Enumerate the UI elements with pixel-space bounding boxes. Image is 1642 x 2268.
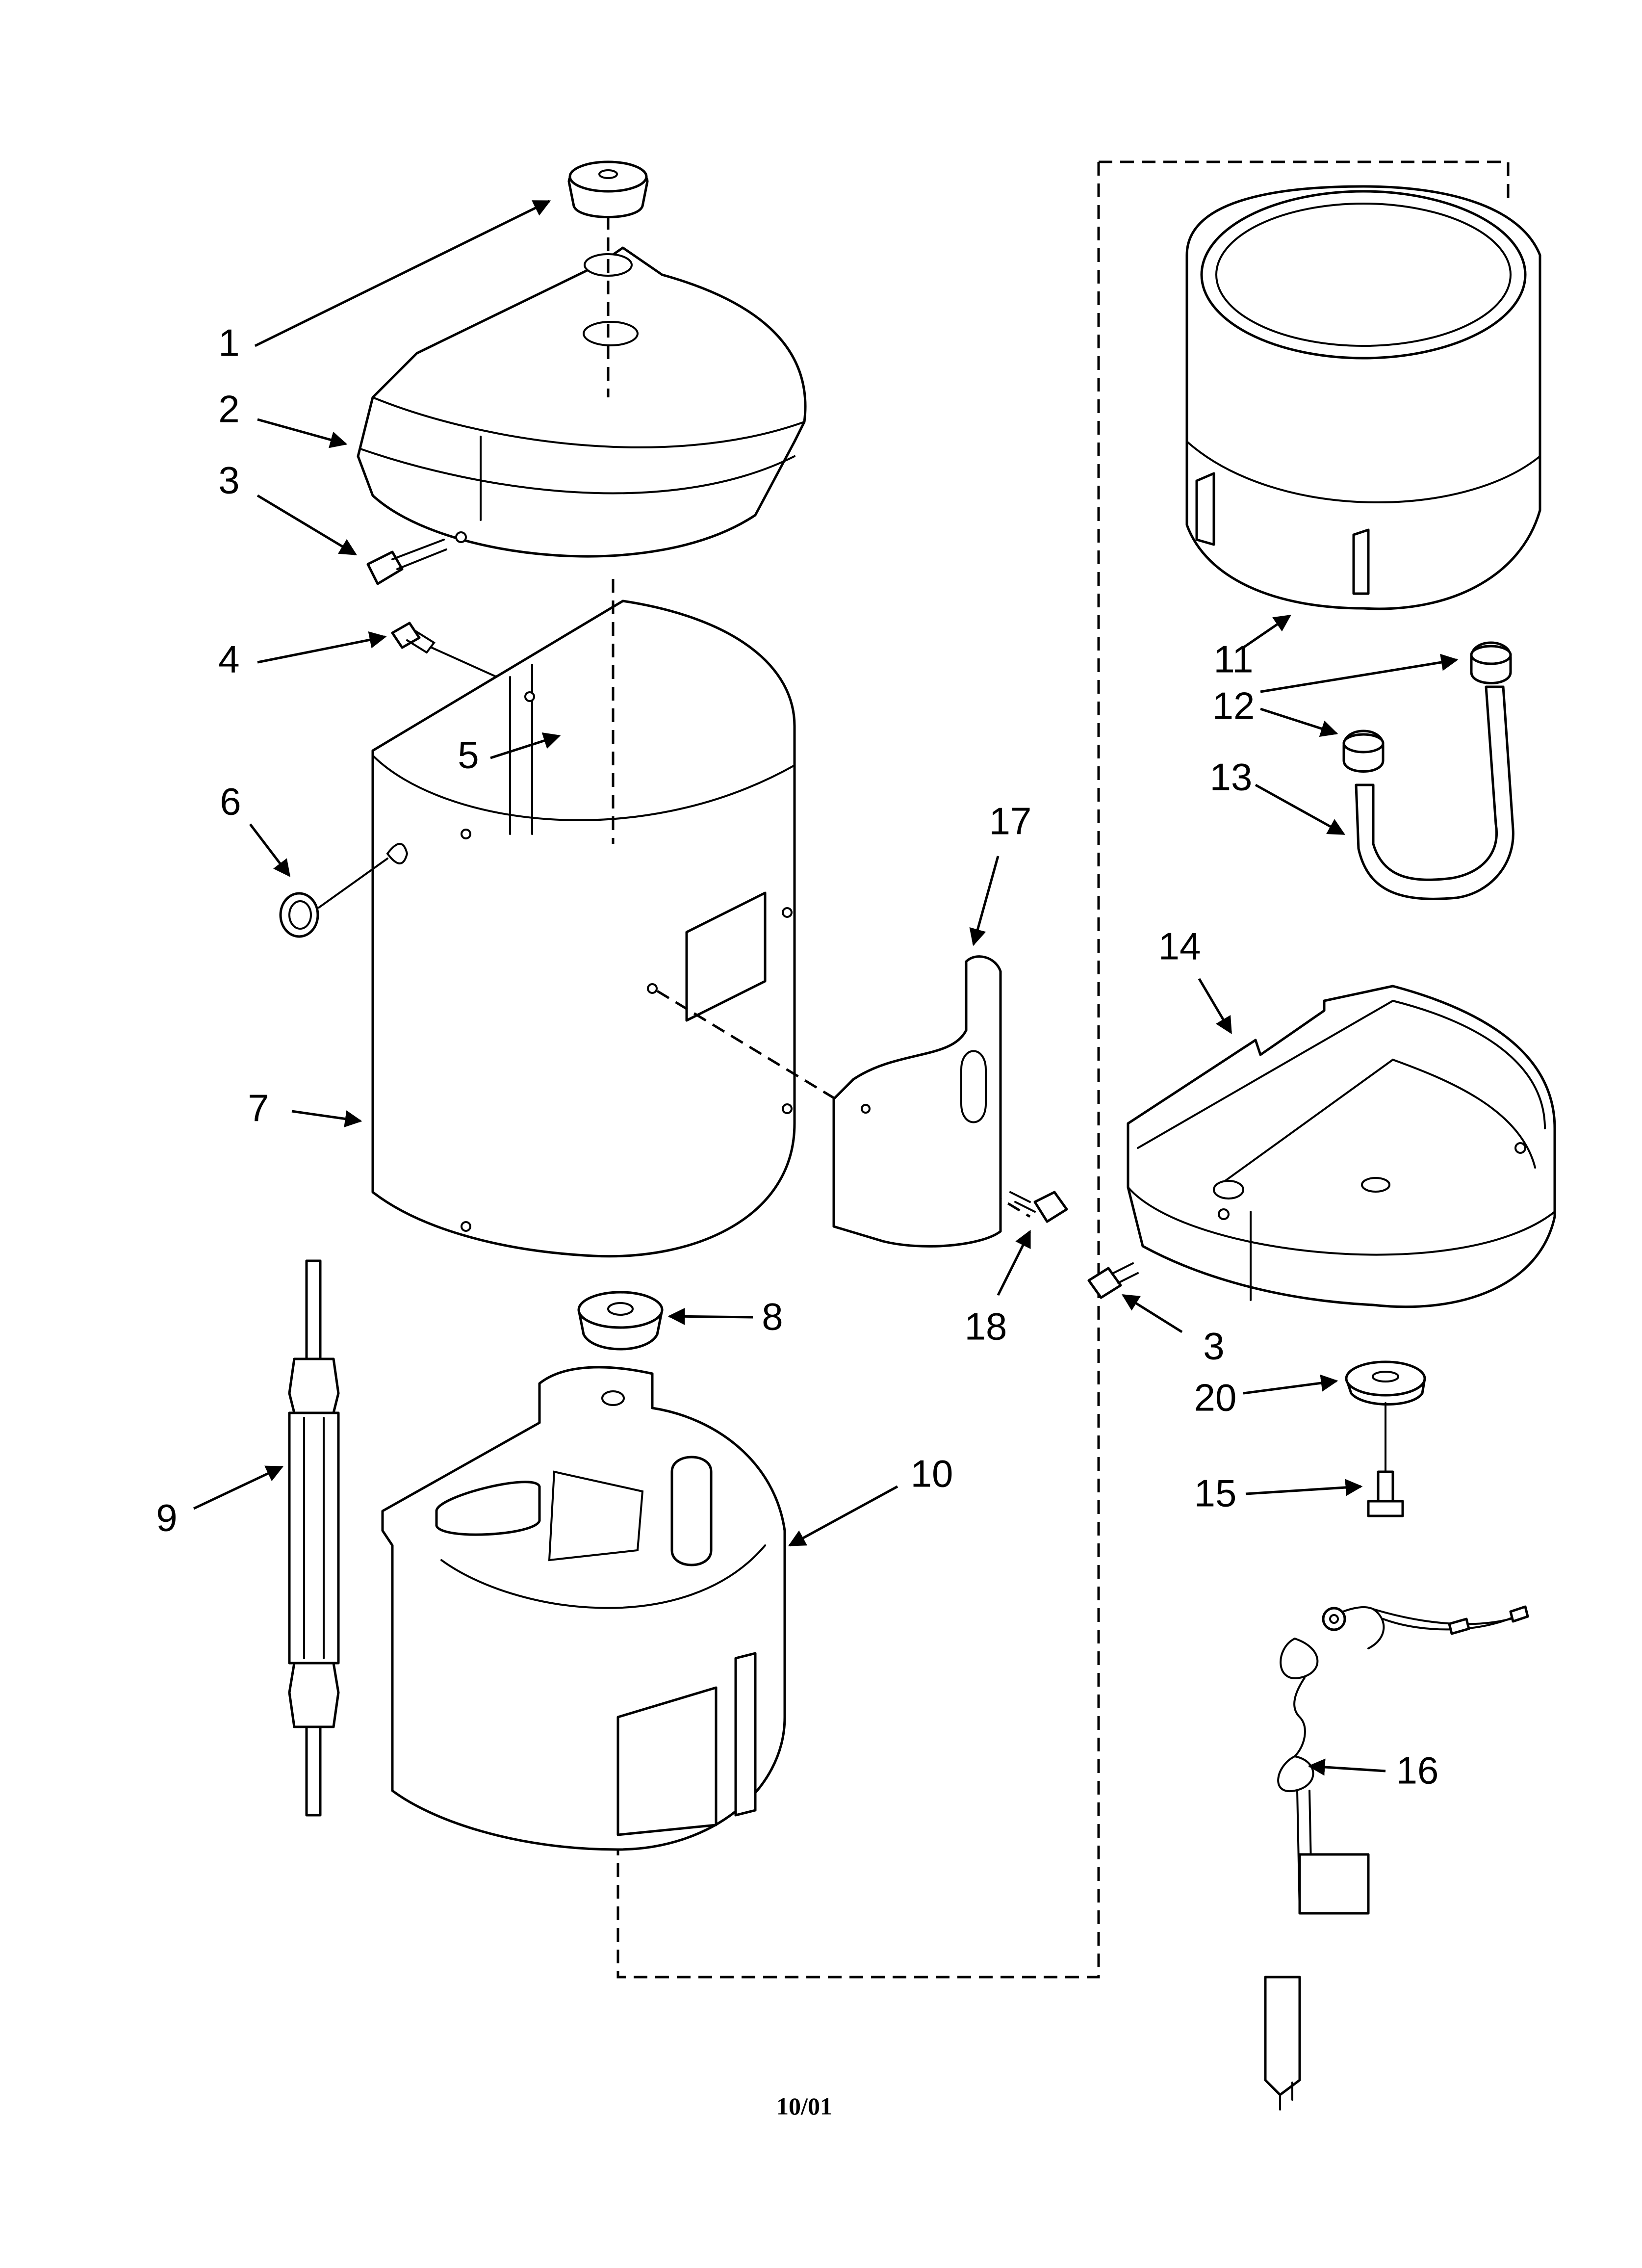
part-18-screw: [1009, 1191, 1068, 1223]
callout-6: 6: [220, 780, 241, 823]
callout-17: 17: [989, 800, 1032, 843]
part-13-tube: [1355, 685, 1514, 900]
callout-16: 16: [1396, 1749, 1439, 1792]
leader-lines: [193, 200, 1459, 1776]
callout-4: 4: [218, 638, 239, 681]
part-9-tube: [288, 1259, 340, 1817]
assembly-boundary-dashed: [616, 160, 1510, 1979]
callout-12: 12: [1212, 684, 1255, 728]
part-3-screw-right: [1087, 1262, 1139, 1299]
callout-10: 10: [911, 1452, 953, 1495]
part-12-clip-upper: [1470, 641, 1512, 684]
part-11-drum: [1185, 185, 1541, 610]
part-7-cabinet: [371, 579, 1031, 1258]
callout-11: 11: [1214, 638, 1254, 681]
callout-9: 9: [156, 1496, 177, 1539]
callout-20: 20: [1194, 1376, 1237, 1419]
part-20-washer: [1345, 1360, 1426, 1473]
footer-date-code: 10/01: [776, 2092, 832, 2120]
callout-2: 2: [218, 388, 239, 431]
part-16-power-cord: [1264, 1605, 1529, 2111]
part-6-plug: [279, 858, 388, 938]
callout-18: 18: [965, 1305, 1007, 1348]
part-10-base: [381, 1366, 786, 1851]
part-17-bracket: [832, 955, 1002, 1248]
callout-1: 1: [218, 321, 239, 365]
part-3-screw-left: [366, 539, 447, 585]
part-2-cover: [357, 246, 807, 558]
part-15-screw: [1367, 1470, 1404, 1517]
callout-8: 8: [762, 1295, 783, 1338]
part-12-clip-lower: [1342, 730, 1385, 773]
callout-7: 7: [248, 1087, 269, 1130]
callout-13: 13: [1210, 756, 1253, 799]
part-14-tray: [1127, 985, 1556, 1308]
callout-5: 5: [458, 733, 479, 777]
part-8-grommet: [577, 1291, 664, 1351]
callout-15: 15: [1194, 1472, 1237, 1515]
callout-3-left: 3: [218, 459, 239, 502]
callout-14: 14: [1158, 925, 1201, 968]
part-1-top-plug: [567, 160, 649, 218]
callout-3-right: 3: [1203, 1325, 1224, 1368]
